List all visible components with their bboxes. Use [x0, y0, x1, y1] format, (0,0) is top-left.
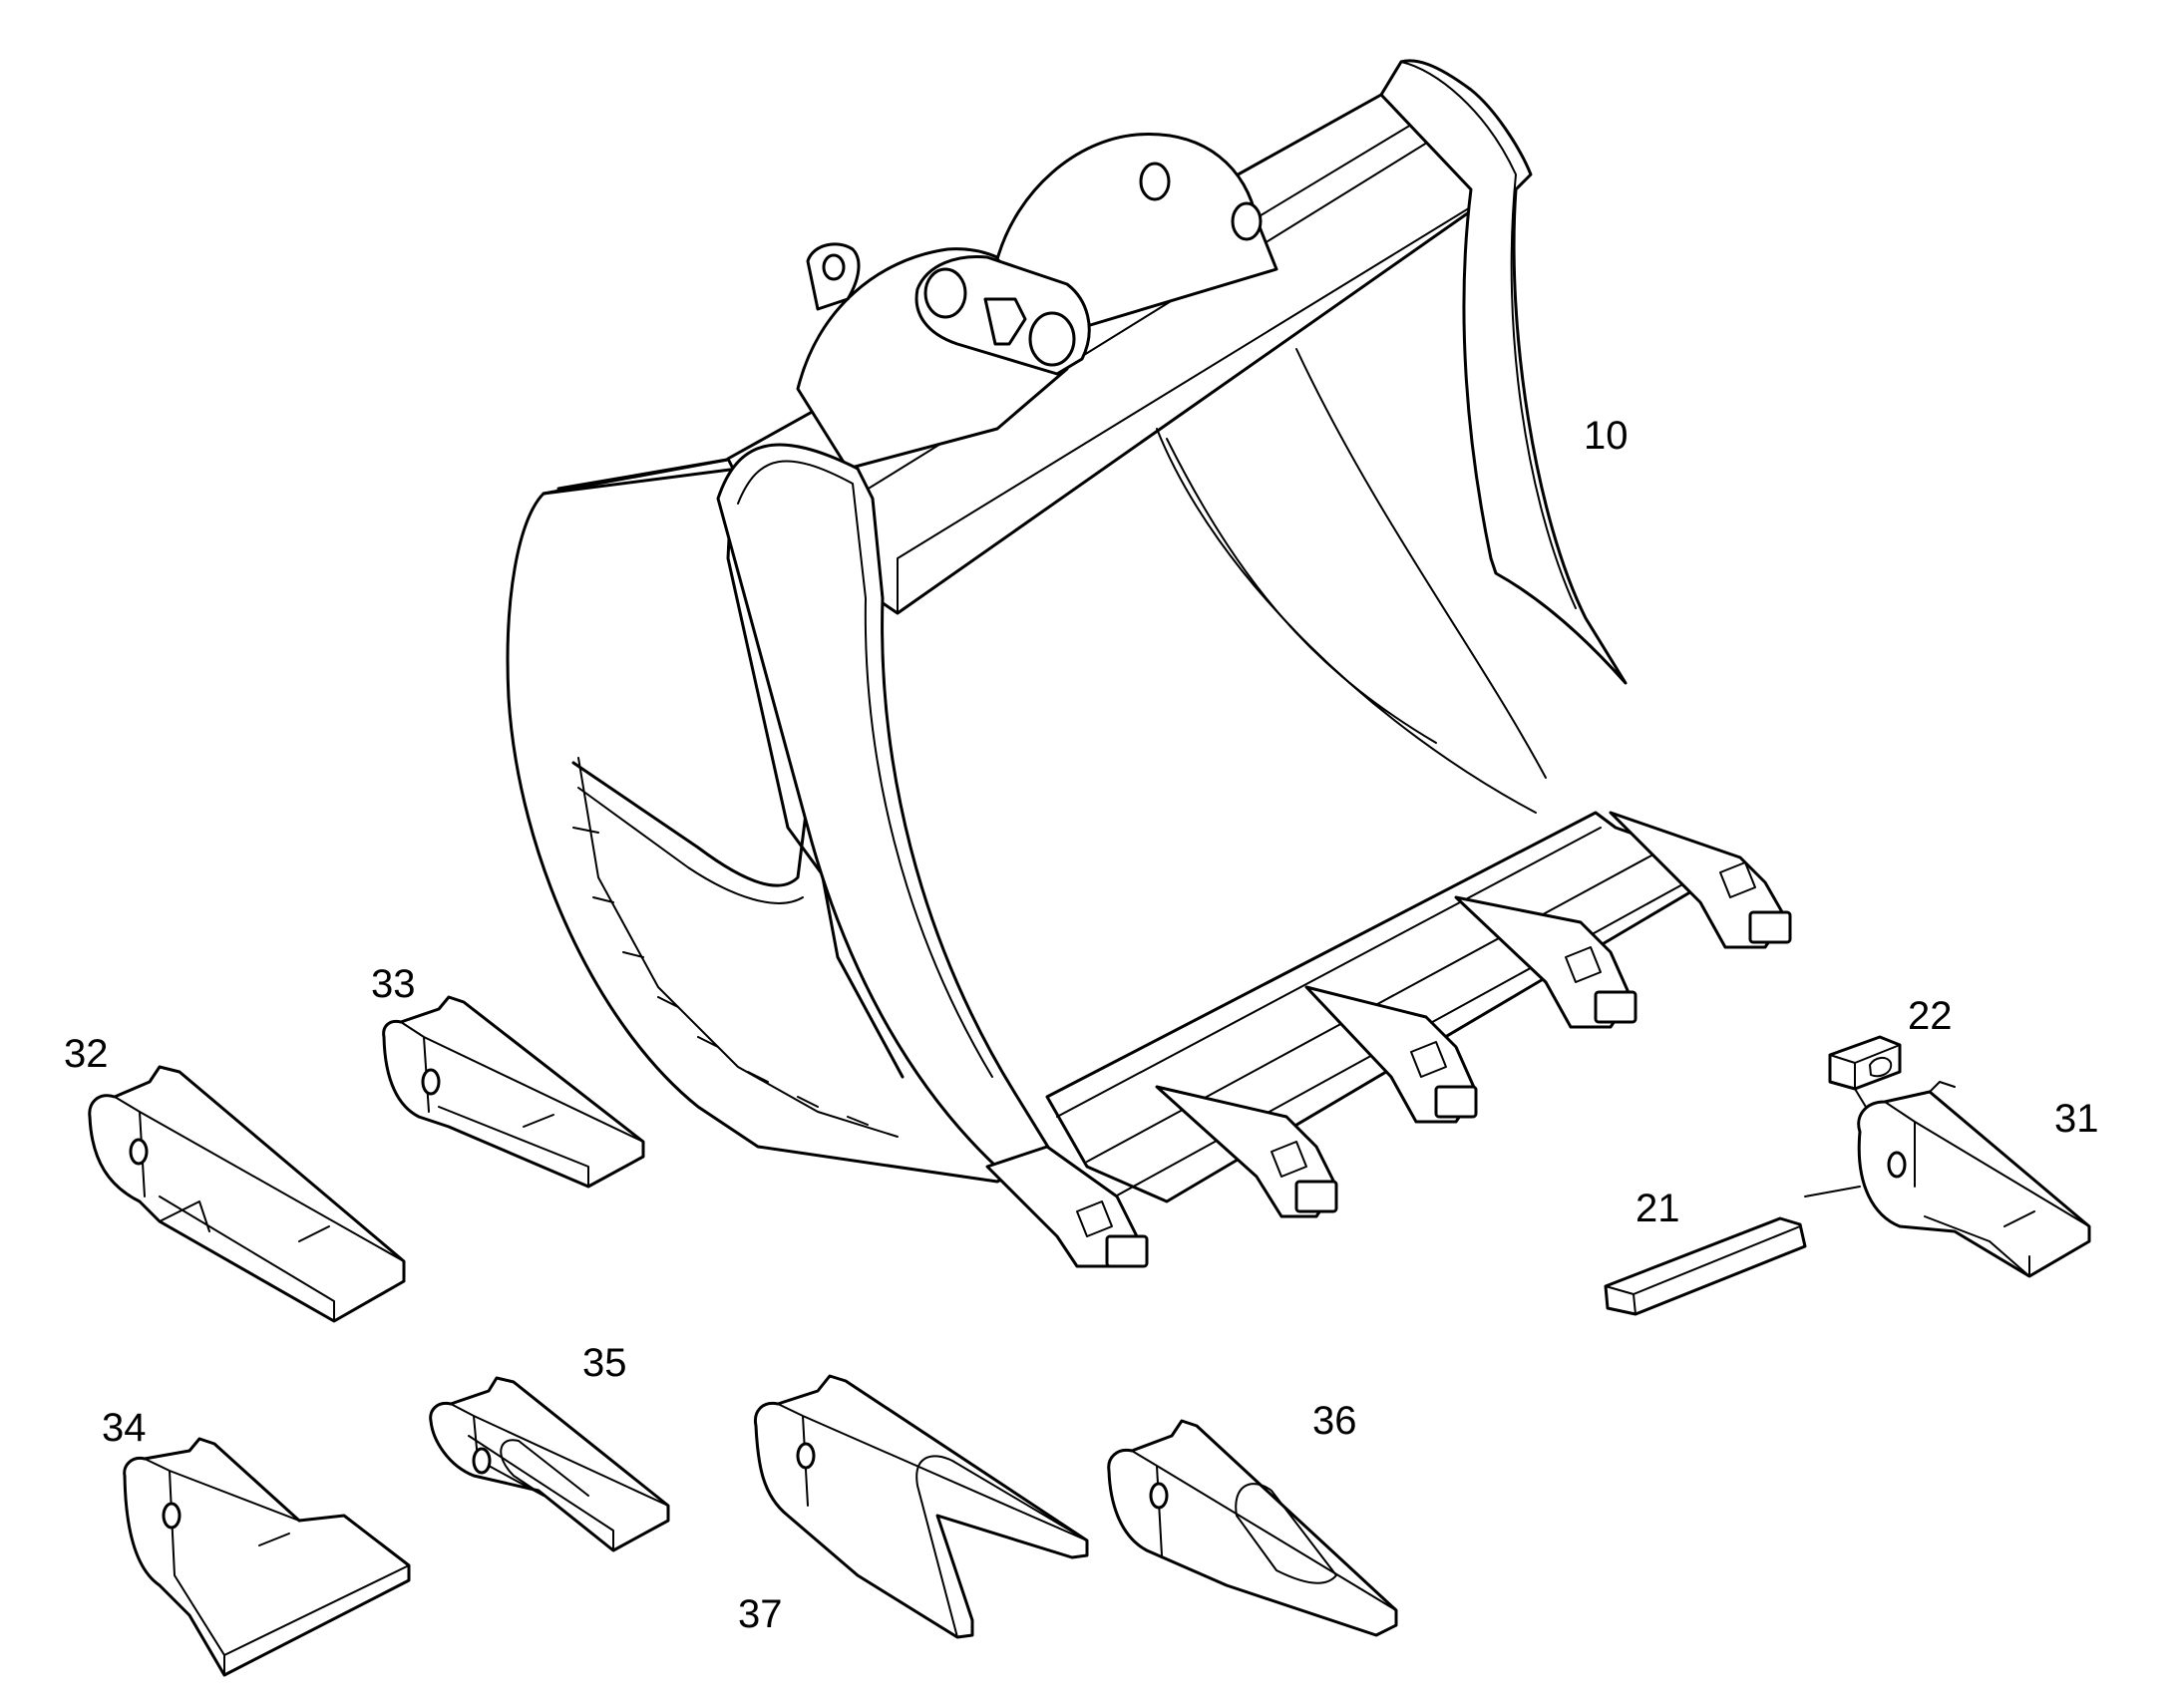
- part-31-tooth: [1857, 1081, 2091, 1278]
- lip-adapter: [1155, 1085, 1338, 1218]
- callout-10: 10: [1584, 414, 1629, 458]
- callout-33: 33: [371, 962, 416, 1006]
- callout-37: 37: [738, 1592, 783, 1636]
- bucket-assembly: [506, 59, 1792, 1268]
- part-34-tooth: [123, 1437, 411, 1677]
- lip-adapter: [985, 1145, 1149, 1268]
- part-37-tooth: [753, 1374, 1089, 1639]
- callout-34: 34: [102, 1406, 147, 1450]
- callout-36: 36: [1312, 1399, 1357, 1443]
- callout-35: 35: [582, 1341, 627, 1385]
- part-36-tooth: [1107, 1419, 1398, 1637]
- callout-22: 22: [1908, 994, 1953, 1038]
- mounting-ear-right: [995, 133, 1278, 331]
- lip-adapter: [1609, 811, 1792, 949]
- part-21-pin: [1604, 1216, 1807, 1316]
- lip-adapter: [1454, 895, 1637, 1029]
- bucket-right-side-plate: [1379, 59, 1628, 685]
- lip-adapter: [1304, 985, 1478, 1124]
- part-22-lock: [1828, 1035, 1902, 1091]
- part-35-tooth: [429, 1376, 670, 1552]
- callout-32: 32: [64, 1032, 109, 1076]
- callout-21: 21: [1635, 1187, 1680, 1230]
- part-33-tooth: [382, 995, 645, 1189]
- callout-31: 31: [2054, 1097, 2099, 1141]
- part-32-tooth: [88, 1065, 406, 1323]
